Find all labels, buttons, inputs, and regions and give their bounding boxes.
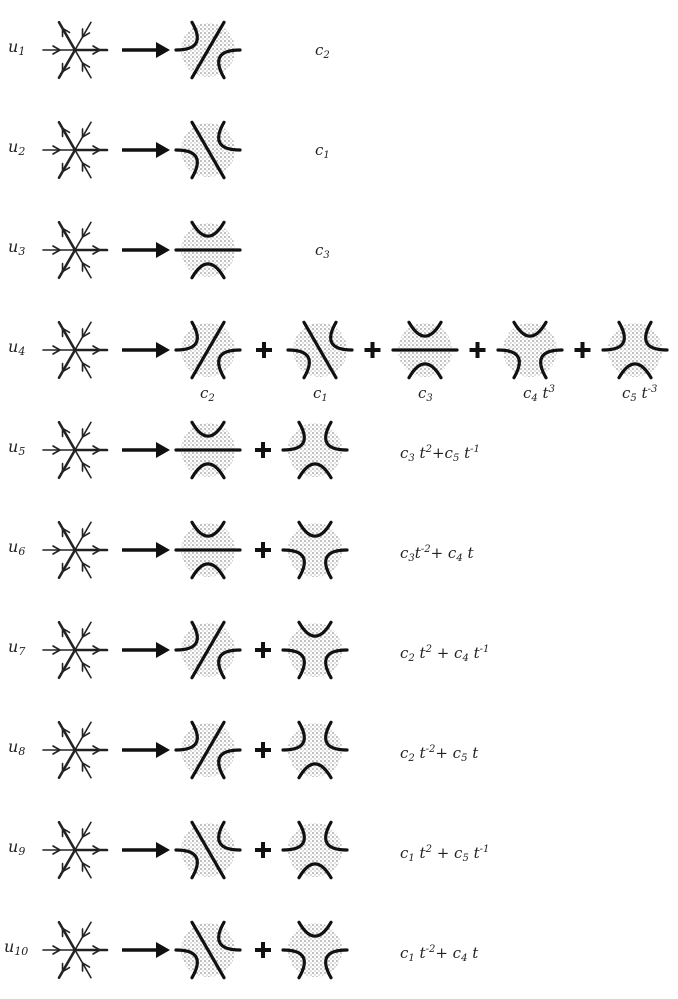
row-label-u4: u4 [8, 337, 25, 358]
resolved-vertex-8-a [174, 720, 242, 780]
resolved-vertex-5-b [281, 420, 349, 480]
resolved-vertex-9-a [174, 820, 242, 880]
plus-sign-9 [255, 842, 271, 858]
u4-term-label-c2: c2 [200, 384, 215, 404]
vertex-star-5 [42, 420, 109, 480]
diagram-figures [42, 20, 669, 980]
resolved-vertex-1-a [174, 20, 242, 80]
maps-to-arrow-2 [122, 142, 170, 158]
resolved-vertex-5-a [174, 420, 242, 480]
resolved-vertex-4-2 [391, 320, 459, 380]
maps-to-arrow-7 [122, 642, 170, 658]
resolved-vertex-3-a [174, 220, 242, 280]
resolved-vertex-6-a [174, 520, 242, 580]
resolved-vertex-4-1 [286, 320, 354, 380]
row-labels: u1 u2 u3 u4 u5 u6 u7 u8 u9 u10 [4, 37, 28, 958]
resolved-vertex-4-4 [601, 320, 669, 380]
resolved-vertex-10-a [174, 920, 242, 980]
u4-term-labels: c2 c1 c3 c4 t3 c5 t-3 [200, 384, 657, 404]
row-label-u6: u6 [8, 537, 25, 558]
row-label-u2: u2 [8, 137, 25, 158]
weight-label-u2: c1 [315, 141, 330, 161]
u4-term-label-c5tm3: c5 t-3 [622, 384, 657, 404]
maps-to-arrow-10 [122, 942, 170, 958]
plus-sign-8 [255, 742, 271, 758]
vertex-star-6 [42, 520, 109, 580]
row-label-u1: u1 [8, 37, 25, 58]
plus-sign-4-0 [256, 342, 272, 358]
maps-to-arrow-5 [122, 442, 170, 458]
plus-sign-4-3 [574, 342, 591, 358]
maps-to-arrow-1 [122, 42, 170, 58]
weight-label-u1: c2 [315, 41, 330, 61]
row-label-u5: u5 [8, 437, 25, 458]
u4-term-label-c3: c3 [418, 384, 433, 404]
vertex-star-9 [42, 820, 109, 880]
u4-term-label-c1: c1 [313, 384, 328, 404]
weight-label-u7: c2 t2 + c4 t-1 [400, 644, 489, 664]
row-label-u7: u7 [8, 637, 25, 658]
row-label-u8: u8 [8, 737, 25, 758]
resolved-vertex-7-a [174, 620, 242, 680]
vertex-star-8 [42, 720, 109, 780]
vertex-star-10 [42, 920, 109, 980]
plus-sign-5 [255, 442, 271, 458]
resolved-vertex-10-b [281, 920, 349, 980]
maps-to-arrow-9 [122, 842, 170, 858]
row-label-u10: u10 [4, 937, 28, 958]
weight-label-u6: c3t-2+ c4 t [400, 544, 474, 564]
maps-to-arrow-8 [122, 742, 170, 758]
plus-sign-7 [255, 642, 271, 658]
resolved-vertex-6-b [281, 520, 349, 580]
maps-to-arrow-4 [122, 342, 170, 358]
u4-term-label-c4t3: c4 t3 [523, 384, 555, 404]
resolved-vertex-4-0 [174, 320, 242, 380]
vertex-star-7 [42, 620, 109, 680]
vertex-star-3 [42, 220, 109, 280]
plus-sign-6 [255, 542, 271, 558]
weight-label-u10: c1 t-2+ c4 t [400, 944, 479, 964]
weight-label-u8: c2 t-2+ c5 t [400, 744, 479, 764]
resolved-vertex-8-b [281, 720, 349, 780]
weight-label-u9: c1 t2 + c5 t-1 [400, 844, 489, 864]
resolved-vertex-2-a [174, 120, 242, 180]
weight-labels: c2 c1 c3 c3 t2+c5 t-1 c3t-2+ c4 t c2 t2 … [315, 41, 489, 964]
resolved-vertex-4-3 [496, 320, 564, 380]
vertex-star-4 [42, 320, 109, 380]
weight-label-u3: c3 [315, 241, 330, 261]
vertex-star-2 [42, 120, 109, 180]
plus-sign-4-1 [364, 342, 381, 358]
plus-sign-10 [255, 942, 271, 958]
maps-to-arrow-3 [122, 242, 170, 258]
weight-label-u5: c3 t2+c5 t-1 [400, 444, 480, 464]
row-label-u9: u9 [8, 837, 25, 858]
row-label-u3: u3 [8, 237, 25, 258]
vertex-star-1 [42, 20, 109, 80]
plus-sign-4-2 [469, 342, 486, 358]
resolved-vertex-7-b [281, 620, 349, 680]
maps-to-arrow-6 [122, 542, 170, 558]
resolved-vertex-9-b [281, 820, 349, 880]
